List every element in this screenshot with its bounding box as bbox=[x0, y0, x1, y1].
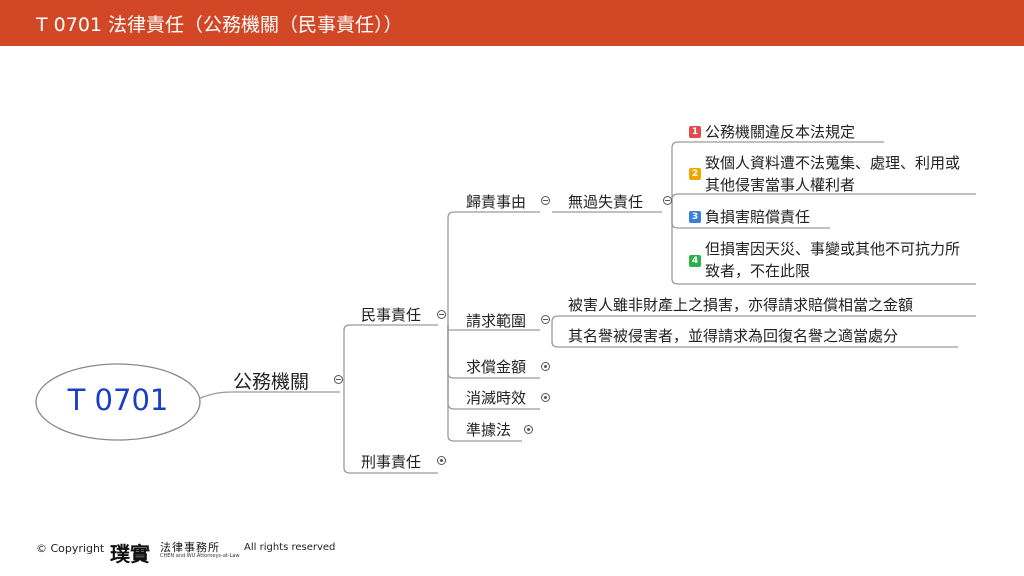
connector-civil-attribution bbox=[447, 211, 540, 325]
root-node-label: T 0701 bbox=[67, 383, 169, 417]
collapse-toggle-icon[interactable] bbox=[437, 310, 446, 319]
header-bar: T 0701 法律責任（公務機關（民事責任）） bbox=[0, 0, 1024, 46]
page-title: T 0701 法律責任（公務機關（民事責任）） bbox=[36, 14, 403, 36]
compensation-node-label: 求償金額 bbox=[466, 358, 527, 376]
connector-nofault-1 bbox=[671, 141, 884, 212]
expand-toggle-icon[interactable] bbox=[541, 362, 550, 371]
limitation-node-label: 消滅時效 bbox=[466, 389, 527, 407]
firm-name: 法律事務所 bbox=[160, 541, 220, 554]
connector-branch-criminal bbox=[343, 392, 438, 474]
no-fault-item-label: 但損害因天災、事變或其他不可抗力所致者，不在此限 bbox=[705, 240, 961, 280]
firm-english-name: CHEN and WU Attorneys-at-Law bbox=[160, 553, 240, 559]
priority-3-icon: 3 bbox=[689, 211, 701, 223]
priority-4-icon: 4 bbox=[689, 255, 701, 267]
rights-text: All rights reserved bbox=[244, 542, 336, 553]
no-fault-item-label: 公務機關違反本法規定 bbox=[705, 123, 856, 141]
priority-2-icon: 2 bbox=[689, 168, 701, 180]
connector-scope-2 bbox=[551, 330, 958, 348]
priority-1-icon: 1 bbox=[689, 126, 701, 138]
expand-toggle-icon[interactable] bbox=[524, 425, 533, 434]
connector-branch-civil bbox=[343, 324, 438, 392]
branch-node-label: 公務機關 bbox=[233, 371, 310, 393]
scope-item-label: 其名譽被侵害者，並得請求為回復名譽之適當處分 bbox=[568, 327, 899, 345]
scope-item-label: 被害人雖非財產上之損害，亦得請求賠償相當之金額 bbox=[568, 296, 914, 314]
collapse-toggle-icon[interactable] bbox=[334, 375, 343, 384]
expand-toggle-icon[interactable] bbox=[437, 456, 446, 465]
connector-root-branch bbox=[199, 391, 340, 399]
criminal-node-label: 刑事責任 bbox=[361, 453, 422, 471]
firm-logo: 璞實 bbox=[110, 542, 150, 566]
no-fault-node-label: 無過失責任 bbox=[568, 193, 644, 211]
root-node-outline bbox=[35, 363, 201, 441]
copyright-text: © Copyright bbox=[36, 542, 105, 555]
expand-toggle-icon[interactable] bbox=[541, 393, 550, 402]
no-fault-item-label: 致個人資料遭不法蒐集、處理、利用或其他侵害當事人權利者 bbox=[705, 154, 961, 194]
connector-civil-law bbox=[447, 325, 522, 442]
collapse-toggle-icon[interactable] bbox=[541, 315, 550, 324]
connector-scope-1 bbox=[551, 315, 976, 330]
collapse-toggle-icon[interactable] bbox=[541, 196, 550, 205]
connector-nofault-2 bbox=[671, 193, 976, 212]
no-fault-item-label: 負損害賠償責任 bbox=[705, 208, 811, 226]
scope-node-label: 請求範圍 bbox=[466, 312, 527, 330]
connector-nofault-4 bbox=[671, 212, 976, 285]
footer: © Copyright 璞實 法律事務所 CHEN and WU Attorne… bbox=[36, 538, 356, 566]
attribution-node-label: 歸責事由 bbox=[466, 193, 527, 211]
collapse-toggle-icon[interactable] bbox=[663, 196, 672, 205]
civil-node-label: 民事責任 bbox=[361, 306, 422, 324]
applicable-law-node-label: 準據法 bbox=[466, 421, 512, 439]
